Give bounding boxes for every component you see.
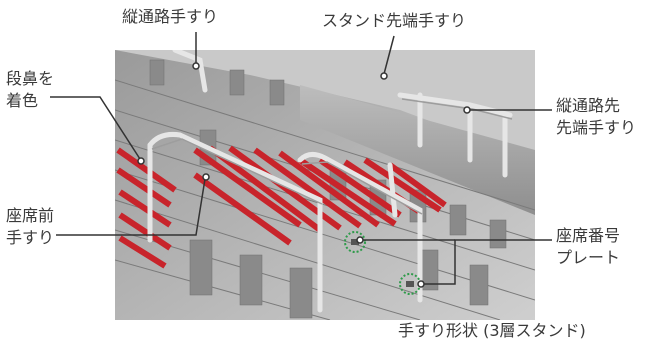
label-stand-edge-handrail: スタンド先端手すり (322, 10, 466, 32)
rendered-stand-image (115, 50, 535, 320)
label-vertical-aisle-edge-line1: 縦通路先 (556, 96, 621, 115)
label-seat-number-line1: 座席番号 (556, 226, 621, 245)
label-vertical-aisle-edge-line2: 先端手すり (556, 118, 637, 137)
label-seat-number-line2: プレート (556, 248, 621, 267)
label-step-nosing-line1: 段鼻を (6, 69, 55, 88)
figure-caption: 手すり形状 (3層スタンド) (398, 321, 586, 340)
label-seat-front-line2: 手すり (6, 228, 55, 247)
label-vertical-aisle-handrail: 縦通路手すり (122, 6, 218, 28)
label-step-nosing-colored: 段鼻を 着色 (6, 68, 54, 112)
label-vertical-aisle-edge-handrail: 縦通路先 先端手すり (556, 95, 636, 139)
label-seat-front-handrail: 座席前 手すり (6, 205, 54, 249)
label-seat-number-plate: 座席番号 プレート (556, 225, 620, 269)
seat-number-plates (351, 239, 414, 287)
leader-lines (50, 32, 552, 288)
handrails (147, 50, 513, 313)
handrail-shadows (151, 98, 513, 215)
label-seat-front-line1: 座席前 (6, 206, 55, 225)
label-step-nosing-line2: 着色 (6, 91, 39, 110)
label-vertical-aisle-handrail-text: 縦通路手すり (122, 7, 219, 26)
label-stand-edge-handrail-text: スタンド先端手すり (322, 11, 467, 30)
